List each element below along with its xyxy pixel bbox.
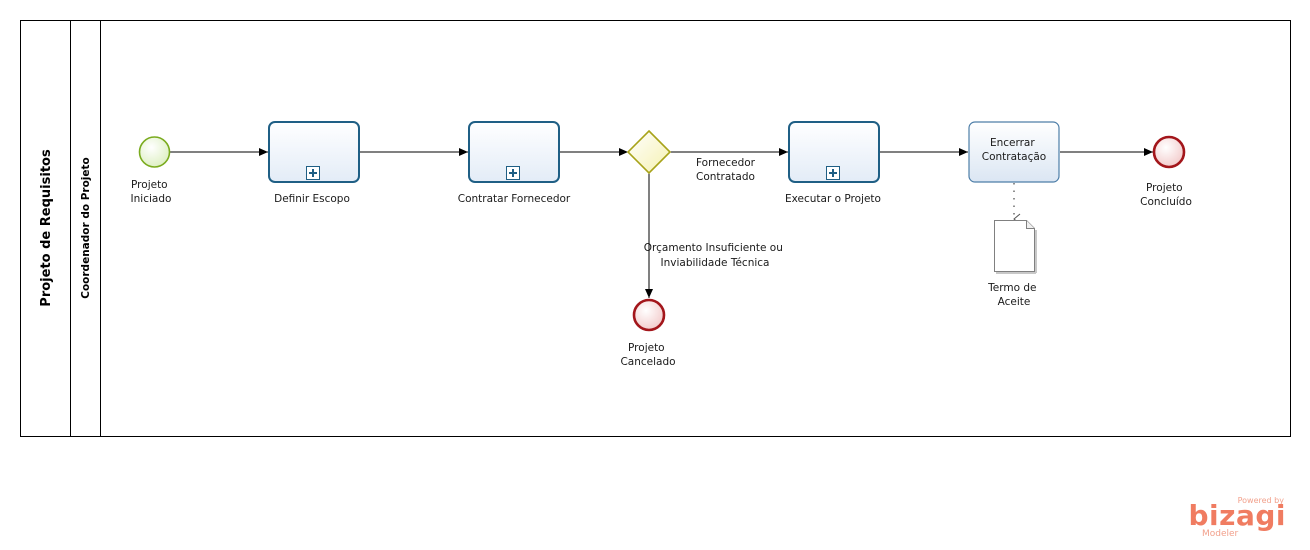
fornecedor-label-line-2: Contratado bbox=[696, 171, 755, 183]
exclusive-gateway[interactable] bbox=[626, 129, 672, 175]
concluido-label-line-2: Concluído bbox=[1140, 196, 1192, 208]
start-label-line-1: Projeto bbox=[131, 179, 168, 191]
start-label-line-2: Iniciado bbox=[131, 193, 172, 205]
orcamento-label-line-2: Inviabilidade Técnica bbox=[661, 257, 770, 269]
watermark-powered-by: Powered by bbox=[1237, 496, 1284, 505]
watermark-brand: bizagi bbox=[1188, 499, 1286, 532]
end-event-concluido[interactable] bbox=[1152, 135, 1186, 169]
concluido-label-line-1: Projeto bbox=[1146, 182, 1183, 194]
encerrar-label-line-1: Encerrar bbox=[990, 137, 1035, 149]
termo-label-line-1: Termo de bbox=[987, 282, 1036, 294]
data-object-termo-aceite[interactable] bbox=[994, 220, 1037, 274]
subprocess-plus-icon bbox=[306, 166, 320, 180]
cancelado-label-line-1: Projeto bbox=[628, 342, 665, 354]
task-contratar-fornecedor[interactable] bbox=[468, 121, 560, 183]
fornecedor-label-line-1: Fornecedor bbox=[696, 157, 756, 169]
task-definir-escopo[interactable] bbox=[268, 121, 360, 183]
termo-label-line-2: Aceite bbox=[998, 296, 1031, 308]
subprocess-plus-icon bbox=[826, 166, 840, 180]
lane-title: Coordenador do Projeto bbox=[80, 157, 92, 299]
flow-label-orcamento: Orçamento Insuficiente ou Inviabilidade … bbox=[644, 242, 786, 269]
cancelado-label-line-2: Cancelado bbox=[620, 356, 675, 368]
task-definir-label: Definir Escopo bbox=[274, 193, 350, 205]
pool-title: Projeto de Requisitos bbox=[39, 149, 54, 307]
watermark-product: Modeler bbox=[1202, 529, 1239, 539]
task-encerrar-label: Encerrar Contratação bbox=[982, 137, 1046, 163]
task-executar-projeto[interactable] bbox=[788, 121, 880, 183]
start-event-label: Projeto Iniciado bbox=[131, 179, 172, 205]
subprocess-plus-icon bbox=[506, 166, 520, 180]
encerrar-label-line-2: Contratação bbox=[982, 151, 1046, 163]
end-concluido-label: Projeto Concluído bbox=[1140, 182, 1192, 208]
start-event[interactable] bbox=[138, 136, 171, 168]
flow-label-fornecedor: Fornecedor Contratado bbox=[696, 157, 758, 183]
end-event-cancelado[interactable] bbox=[632, 298, 666, 332]
task-encerrar-contratacao[interactable]: Encerrar Contratação bbox=[968, 121, 1060, 183]
task-executar-label: Executar o Projeto bbox=[785, 193, 881, 205]
orcamento-label-line-1: Orçamento Insuficiente ou bbox=[644, 242, 783, 254]
sequence-flows bbox=[170, 148, 1153, 298]
termo-label: Termo de Aceite bbox=[987, 282, 1040, 308]
bizagi-watermark: Powered by bizagi Modeler bbox=[1188, 494, 1290, 542]
end-cancelado-label: Projeto Cancelado bbox=[620, 342, 675, 368]
pool[interactable]: Projeto de Requisitos Coordenador do Pro… bbox=[20, 20, 1291, 437]
task-contratar-label: Contratar Fornecedor bbox=[458, 193, 571, 205]
